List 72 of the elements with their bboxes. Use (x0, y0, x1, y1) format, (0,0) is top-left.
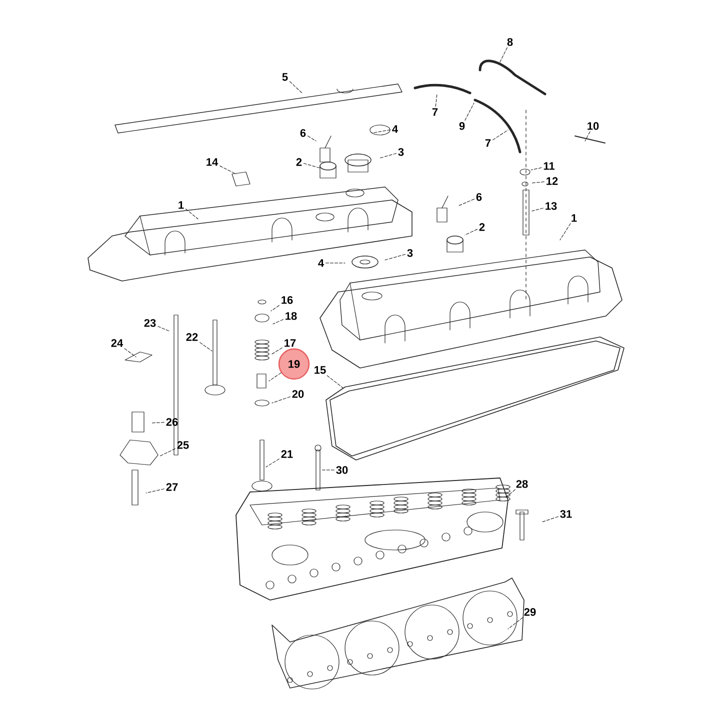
leader-line (290, 81, 302, 94)
leader-line (560, 223, 571, 240)
callout-number: 1 (178, 201, 184, 209)
callout-number: 10 (588, 122, 599, 130)
leader-line (372, 130, 390, 134)
callout-number: 6 (476, 193, 482, 201)
callout-number: 17 (284, 339, 296, 347)
callout-number: 2 (296, 158, 302, 166)
callout-number: 12 (546, 177, 558, 185)
leader-line (272, 396, 290, 404)
leader-line (504, 489, 516, 498)
leader-line (584, 131, 590, 142)
callout-number: 23 (144, 319, 156, 327)
leader-line (272, 319, 284, 324)
callout-number: 27 (166, 483, 178, 491)
callout-number: 14 (206, 158, 218, 166)
leader-line (532, 208, 544, 212)
callout-number: 20 (292, 390, 304, 398)
callout-number: 16 (282, 296, 293, 304)
leader-line (435, 94, 438, 107)
callout-number: 7 (485, 139, 491, 147)
callout-number: 25 (177, 441, 189, 449)
callout-number: 26 (166, 418, 178, 426)
leader-line (150, 422, 164, 424)
leader-line (270, 305, 280, 312)
leader-line (532, 182, 544, 184)
leader-line (160, 448, 176, 456)
callout-number: 18 (286, 312, 297, 320)
leader-line (266, 458, 280, 468)
callout-number: 22 (186, 333, 198, 341)
leader-line (268, 372, 282, 382)
leader-line (200, 342, 212, 352)
callout-number: 24 (111, 339, 124, 347)
callout-number: 8 (507, 38, 513, 46)
callout-number: 3 (407, 249, 413, 257)
callout-number: 9 (459, 122, 465, 130)
leader-line (542, 516, 558, 522)
leader-line (308, 136, 316, 142)
leader-line (158, 326, 170, 332)
callout-number: 5 (282, 73, 288, 81)
leader-line (464, 229, 478, 236)
leader-line (326, 375, 344, 388)
leader-line (146, 488, 164, 494)
leader-line (326, 262, 346, 264)
callout-number: 7 (432, 108, 438, 116)
callout-number: 2 (479, 223, 485, 231)
leader-line (272, 348, 282, 354)
callout-number: 4 (392, 125, 398, 133)
leader-line (492, 130, 508, 140)
leader-line (508, 617, 524, 630)
leader-line (530, 167, 542, 170)
leader-line (500, 47, 508, 62)
callout-number: 4 (318, 259, 324, 267)
callout-number: 15 (314, 366, 326, 374)
leader-line (384, 254, 406, 260)
callout-number: 11 (544, 162, 554, 170)
leader-line (220, 166, 236, 174)
leader-line (380, 153, 396, 158)
callout-number: 3 (398, 148, 404, 156)
leader-line (186, 208, 198, 220)
leader-line (304, 163, 320, 168)
leader-line (464, 102, 474, 121)
callout-number: 31 (560, 510, 572, 518)
callout-number: 30 (336, 466, 348, 474)
leader-line (124, 348, 136, 358)
callout-number: 21 (281, 450, 293, 458)
callout-number: 1 (572, 214, 577, 222)
leader-line (458, 198, 474, 206)
callout-number: 13 (546, 202, 557, 210)
callout-number: 29 (524, 608, 536, 616)
callout-number: 6 (300, 129, 306, 137)
callout-number: 28 (516, 480, 528, 488)
